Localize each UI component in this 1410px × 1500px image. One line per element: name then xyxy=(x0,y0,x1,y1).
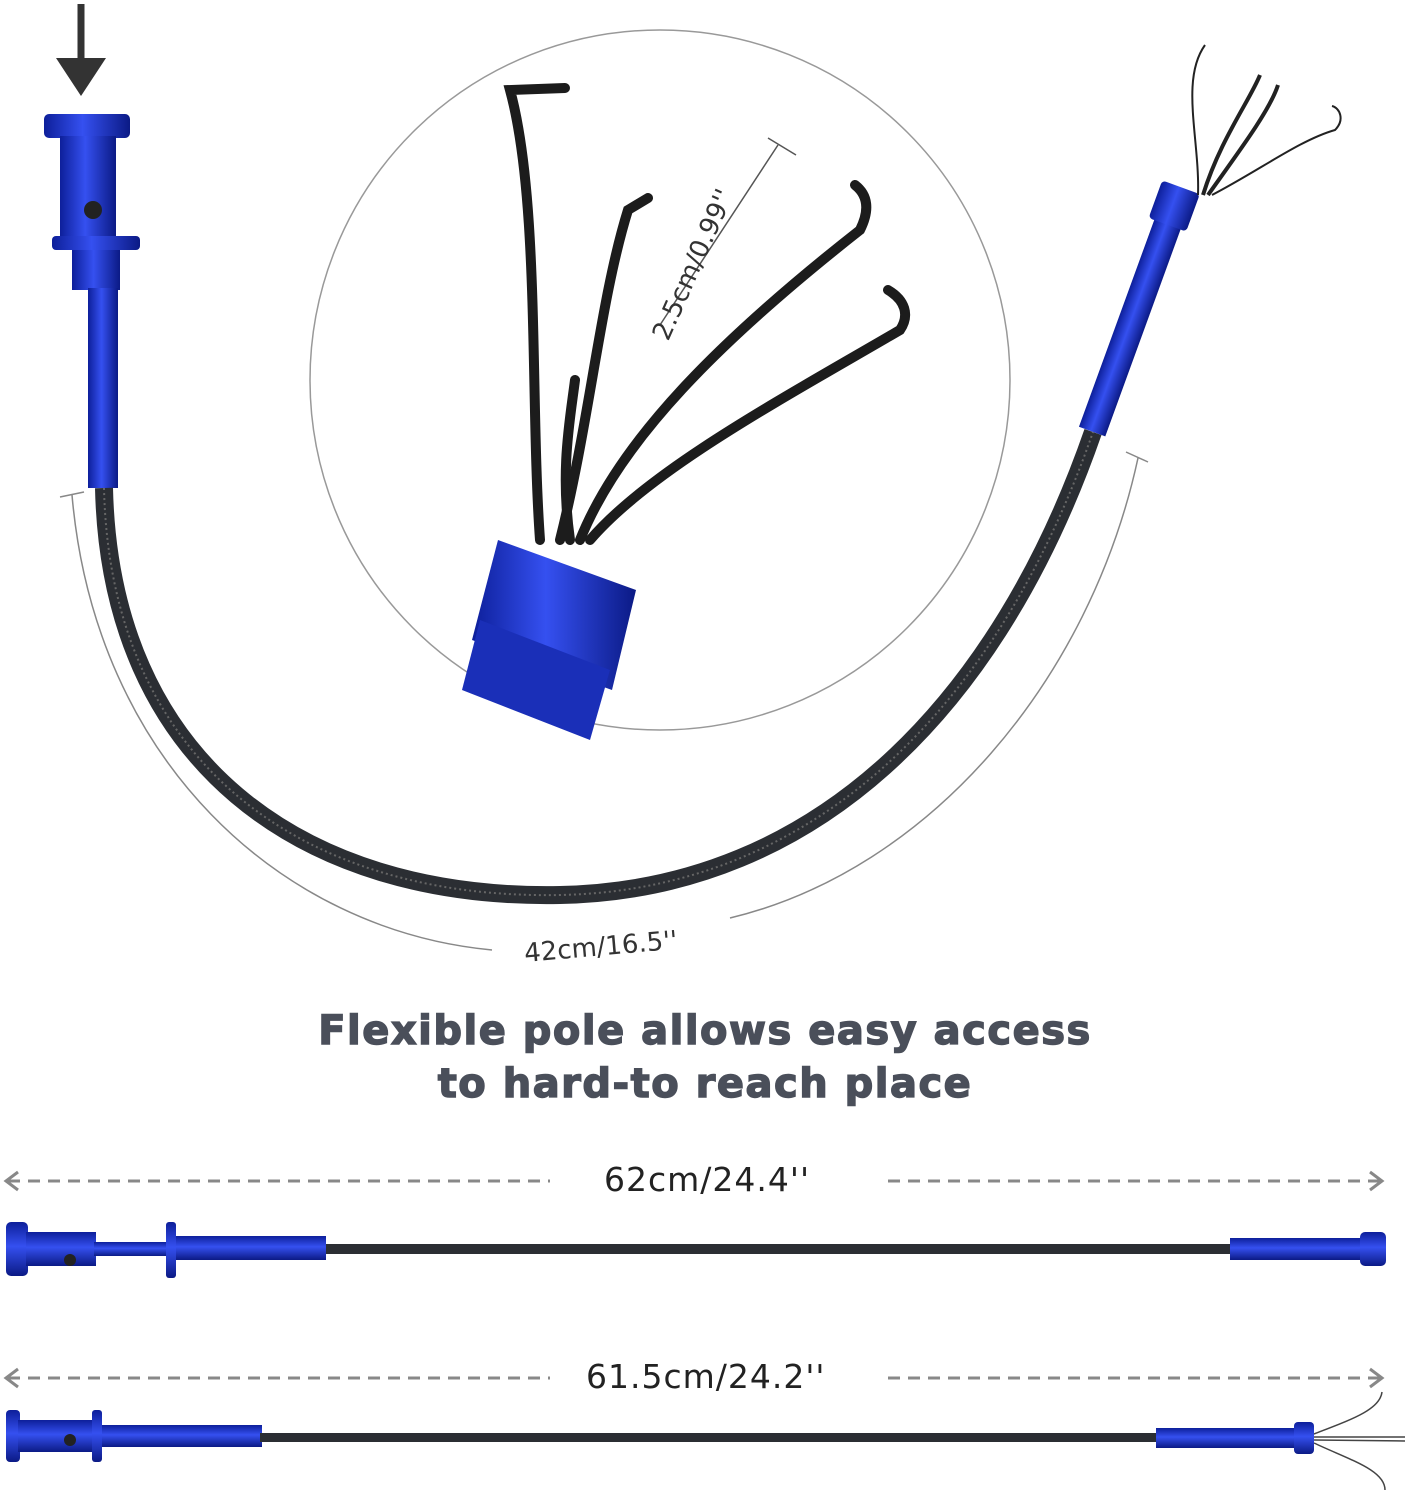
tool-a-length-label: 62cm/24.4'' xyxy=(592,1160,823,1199)
tool-b-full-view xyxy=(6,1391,1406,1491)
magnifier-circle xyxy=(309,29,1011,731)
claw-detail xyxy=(503,83,911,545)
tool-a-full-view xyxy=(6,1222,1386,1278)
claw-end-tube xyxy=(1078,181,1199,437)
tool-b-length-label: 61.5cm/24.2'' xyxy=(574,1357,838,1396)
plunger-handle xyxy=(44,114,140,488)
headline-line-2: to hard-to reach place xyxy=(437,1060,973,1107)
small-claw-prongs xyxy=(1191,44,1342,197)
detail-measure-label: 2.5cm/0.99'' xyxy=(647,185,740,345)
detail-dimension-line xyxy=(659,137,797,326)
claw-detail-collar xyxy=(462,540,636,740)
push-arrow-icon xyxy=(56,4,106,96)
headline-line-1: Flexible pole allows easy access xyxy=(317,1007,1092,1054)
pole-dimension-arc xyxy=(59,451,1149,951)
tool-a-dimension-line xyxy=(3,1170,1385,1192)
tool-b-dimension-line xyxy=(3,1367,1385,1389)
pole-measure-label: 42cm/16.5'' xyxy=(523,926,679,969)
